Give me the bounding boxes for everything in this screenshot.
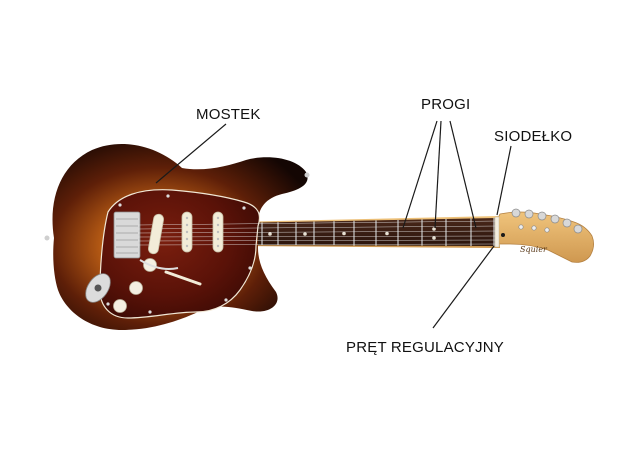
- label-progi: PROGI: [421, 96, 471, 113]
- label-pret-regulacyjny: PRĘT REGULACYJNY: [346, 339, 504, 356]
- strings: [137, 220, 499, 246]
- leader-line-progi-3: [449, 120, 477, 229]
- pickup-poles: [185, 216, 220, 248]
- leader-line-pret: [432, 245, 495, 329]
- output-jack: [85, 273, 111, 303]
- tremolo-arm: [139, 259, 179, 270]
- headstock: Squier: [495, 211, 594, 263]
- leader-lines: [155, 120, 512, 329]
- strap-button: [304, 172, 310, 178]
- bridge: [113, 211, 141, 259]
- leader-line-progi-1: [402, 120, 438, 229]
- frets: [245, 218, 495, 246]
- neck: [232, 216, 500, 248]
- tuning-pegs: [511, 208, 583, 234]
- nut: [494, 216, 500, 248]
- leader-line-mostek: [155, 123, 227, 184]
- label-siodelko: SIODEŁKO: [494, 128, 573, 145]
- pickup-selector: [164, 270, 202, 286]
- svg-text:Squier: Squier: [520, 245, 548, 254]
- leader-line-siodelko: [496, 145, 512, 216]
- leader-line-progi-2: [434, 120, 442, 229]
- label-mostek: MOSTEK: [196, 106, 261, 123]
- pickguard-screws: [106, 194, 252, 314]
- strap-button: [44, 235, 50, 241]
- fret-markers: [268, 227, 436, 240]
- truss-rod-nut: [501, 233, 505, 237]
